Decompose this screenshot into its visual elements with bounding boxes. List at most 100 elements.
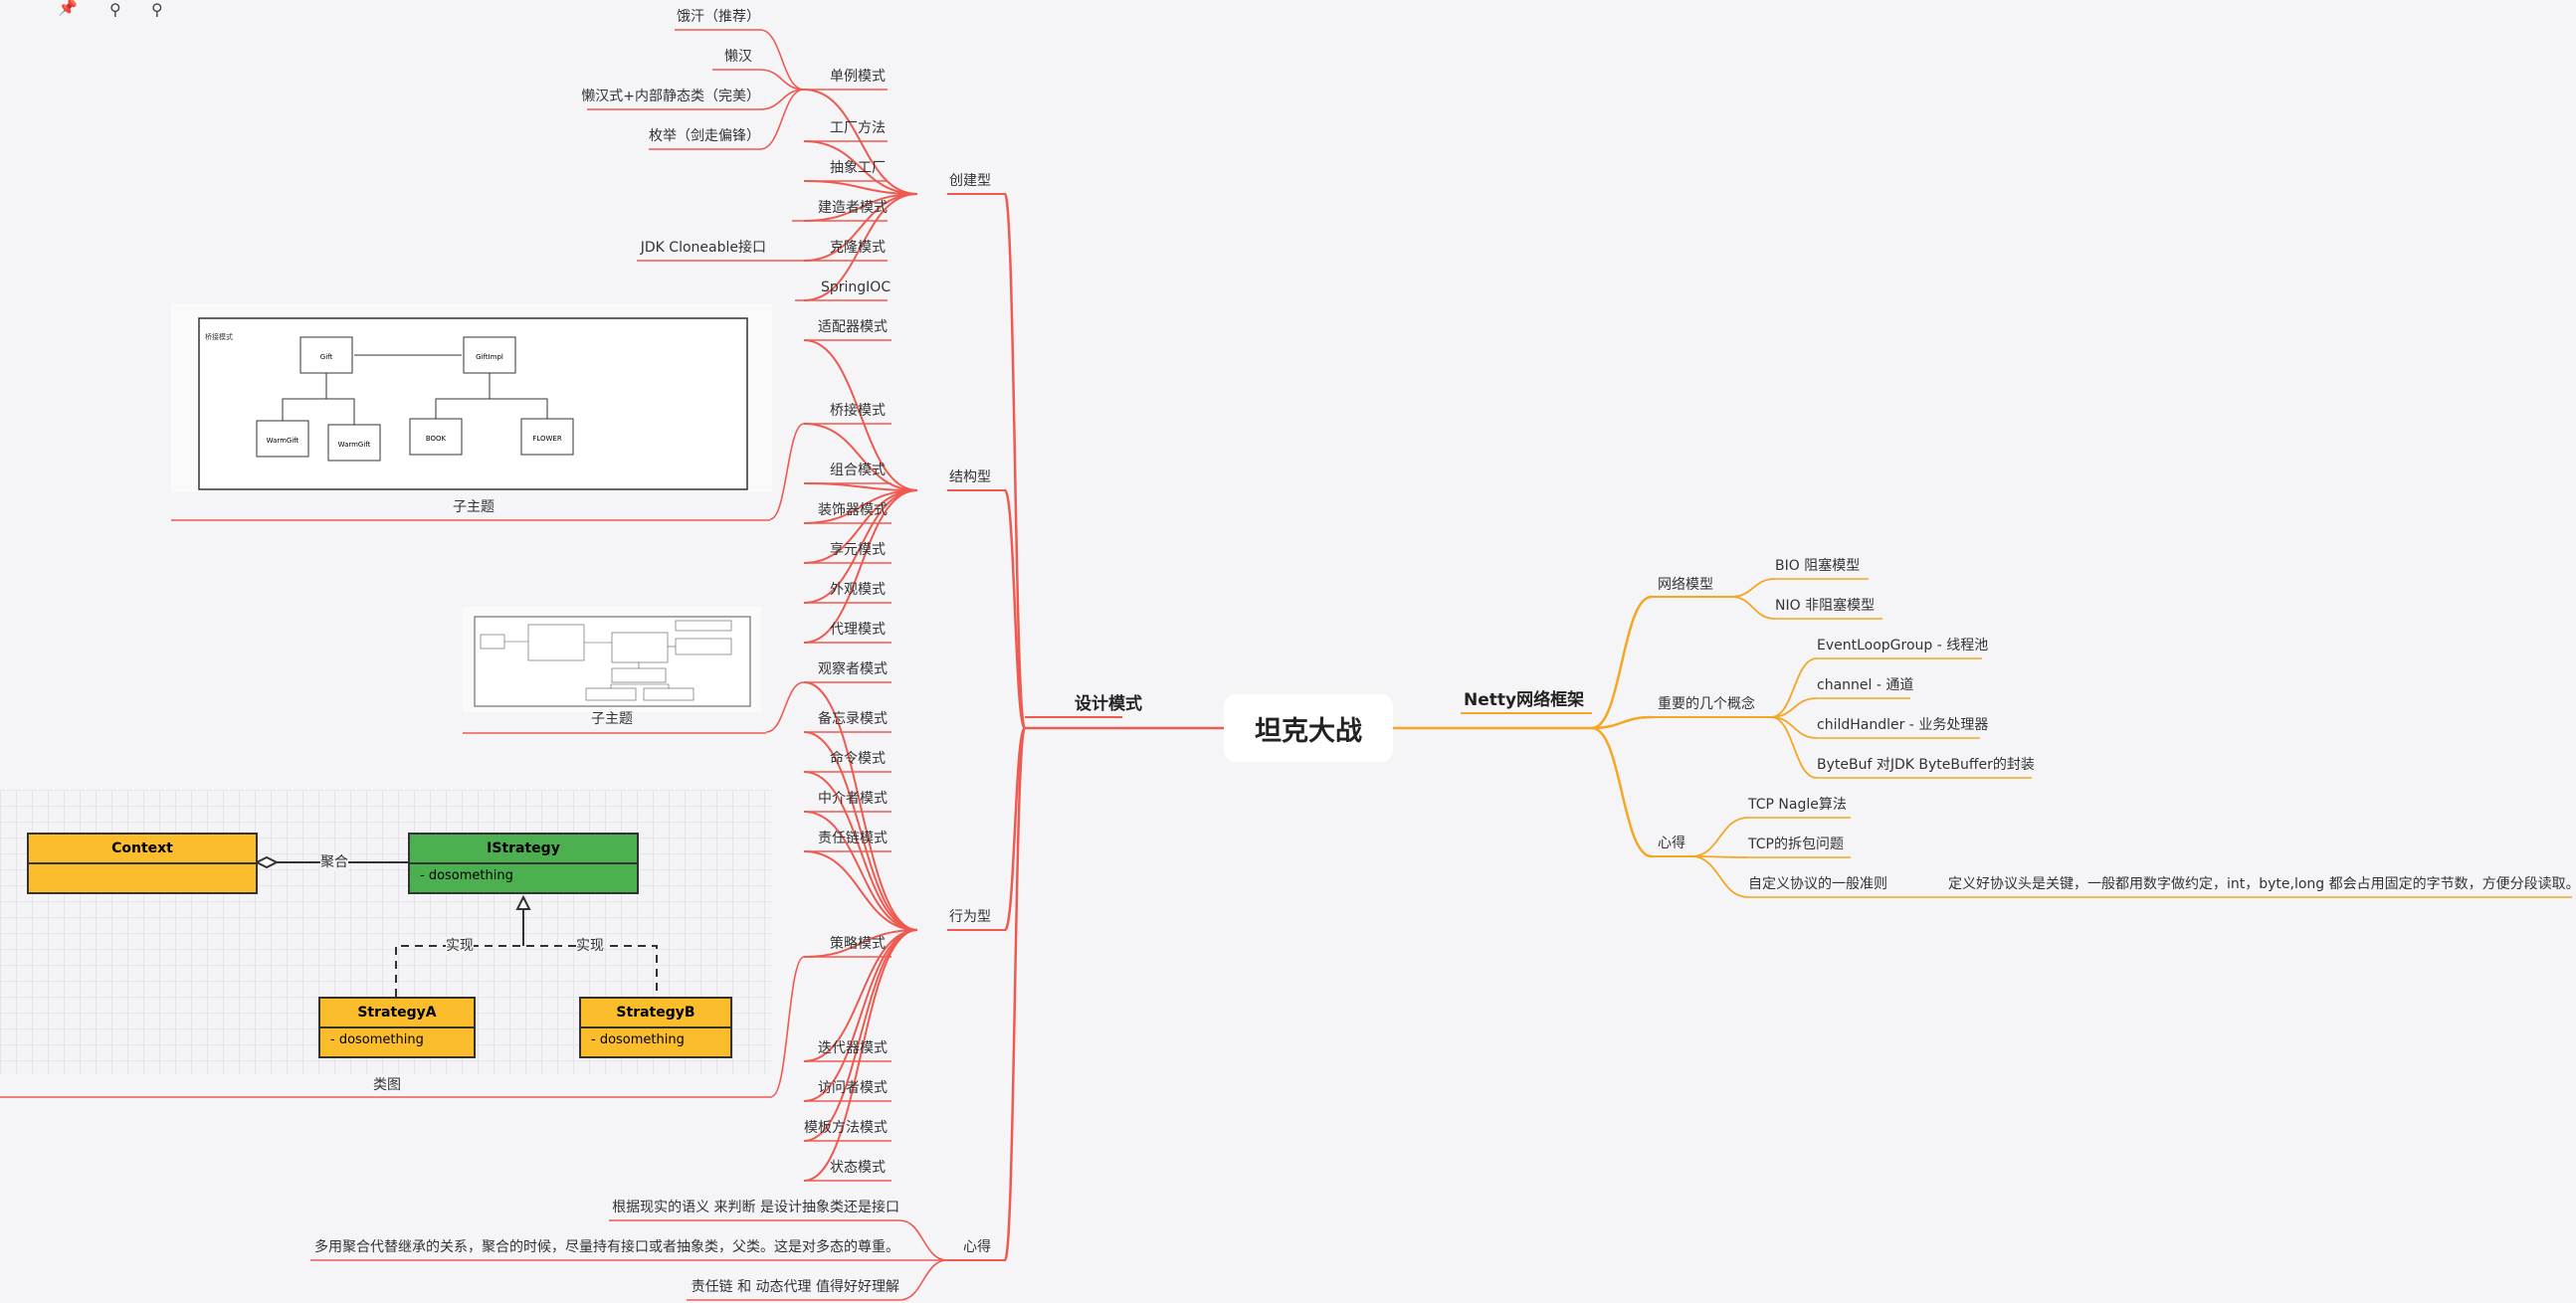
topic-facade[interactable]: 外观模式 <box>830 582 886 598</box>
uml-strategy-b-class[interactable]: StrategyB - dosomething <box>579 997 732 1058</box>
topic-composite[interactable]: 组合模式 <box>830 463 886 478</box>
concept-childhandler[interactable]: childHandler - 业务处理器 <box>1817 717 1989 733</box>
pin-outline-icon[interactable]: ⚲ <box>109 0 121 19</box>
connector-37 <box>803 489 918 604</box>
connector-54 <box>803 929 918 1062</box>
observer-subtopic[interactable]: 子主题 <box>591 711 633 727</box>
topic-design-insights[interactable]: 心得 <box>963 1239 991 1255</box>
connector-55 <box>803 929 918 1102</box>
topic-spring-ioc[interactable]: SpringIOC <box>821 279 892 295</box>
strategy-uml-diagram[interactable]: Context 聚合 IStrategy - dosomething 实现 实现… <box>0 790 772 1074</box>
connector-70 <box>771 956 805 1097</box>
topic-structural[interactable]: 结构型 <box>949 469 991 485</box>
topic-command[interactable]: 命令模式 <box>830 751 886 767</box>
insight-nagle[interactable]: TCP Nagle算法 <box>1748 797 1847 813</box>
uml-strategy-a-class[interactable]: StrategyA - dosomething <box>318 997 476 1058</box>
singleton-lazy-inner[interactable]: 懒汉式+内部静态类（完美） <box>581 89 760 104</box>
connector-97 <box>1690 817 1749 857</box>
bridge-diagram-image[interactable]: 桥接模式 Gift GiftImpl WarmGift WarmGift BOO… <box>171 303 772 492</box>
connector-51 <box>803 811 918 931</box>
prototype-note[interactable]: JDK Cloneable接口 <box>640 240 766 256</box>
root-label: 坦克大战 <box>1255 715 1362 747</box>
topic-builder[interactable]: 建造者模式 <box>818 200 888 216</box>
topic-mediator[interactable]: 中介者模式 <box>818 791 888 807</box>
strategy-subtopic[interactable]: 类图 <box>373 1077 401 1093</box>
topic-observer[interactable]: 观察者模式 <box>818 661 888 677</box>
connector-15 <box>803 193 918 262</box>
bridge-diagram-svg: 桥接模式 Gift GiftImpl WarmGift WarmGift BOO… <box>198 317 748 490</box>
topic-design-patterns[interactable]: 设计模式 <box>1075 694 1142 714</box>
topic-iterator[interactable]: 迭代器模式 <box>818 1040 888 1056</box>
connector-85 <box>1730 578 1776 598</box>
topic-decorator[interactable]: 装饰器模式 <box>818 502 888 518</box>
singleton-hungry[interactable]: 饿汗（推荐） <box>677 9 760 25</box>
connector-26 <box>759 89 805 150</box>
singleton-lazy[interactable]: 懒汉 <box>724 49 752 65</box>
connector-36 <box>803 489 918 564</box>
connector-72 <box>898 1219 948 1261</box>
network-nio[interactable]: NIO 非阻塞模型 <box>1775 598 1876 614</box>
bridge-box-giftimpl: GiftImpl <box>476 353 503 361</box>
insight-abstract-or-interface[interactable]: 根据现实的语义 来判断 是设计抽象类还是接口 <box>612 1200 899 1215</box>
connector-81 <box>1591 726 1653 858</box>
pin-icon[interactable]: 📌 <box>58 0 78 17</box>
topic-strategy[interactable]: 策略模式 <box>830 936 886 952</box>
topic-chain[interactable]: 责任链模式 <box>818 831 888 846</box>
network-bio[interactable]: BIO 阻塞模型 <box>1775 558 1861 574</box>
uml-aggregation-label: 聚合 <box>320 853 348 871</box>
topic-singleton[interactable]: 单例模式 <box>830 69 886 85</box>
topic-adapter[interactable]: 适配器模式 <box>818 319 888 335</box>
connector-92 <box>1770 716 1818 779</box>
connector-56 <box>803 929 918 1142</box>
insight-chain-proxy[interactable]: 责任链 和 动态代理 值得好好理解 <box>691 1279 899 1295</box>
bridge-subtopic[interactable]: 子主题 <box>453 499 495 515</box>
singleton-enum[interactable]: 枚举（剑走偏锋） <box>649 128 760 144</box>
bridge-diagram-title: 桥接模式 <box>205 332 233 341</box>
connector-86 <box>1730 596 1776 620</box>
topic-key-concepts[interactable]: 重要的几个概念 <box>1658 696 1755 712</box>
connector-89 <box>1770 657 1818 718</box>
connector-33 <box>803 423 918 491</box>
connector-6 <box>1003 726 1027 1262</box>
connector-14 <box>803 193 918 222</box>
topic-template-method[interactable]: 模板方法模式 <box>804 1120 888 1136</box>
topic-visitor[interactable]: 访问者模式 <box>818 1080 888 1096</box>
bridge-box-flower: FLOWER <box>532 435 562 443</box>
concept-channel[interactable]: channel - 通道 <box>1817 677 1914 693</box>
insight-composition[interactable]: 多用聚合代替继承的关系，聚合的时候，尽量持有接口或者抽象类，父类。这是对多态的尊… <box>314 1239 899 1255</box>
bridge-box-gift: Gift <box>320 353 333 361</box>
topic-proxy[interactable]: 代理模式 <box>830 622 886 638</box>
topic-network-model[interactable]: 网络模型 <box>1658 577 1713 593</box>
topic-bridge[interactable]: 桥接模式 <box>830 403 886 419</box>
concept-bytebuf[interactable]: ByteBuf 对JDK ByteBuffer的封装 <box>1817 757 2035 773</box>
topic-factory-method[interactable]: 工厂方法 <box>830 120 886 136</box>
root-topic[interactable]: 坦克大战 <box>1224 694 1393 762</box>
observer-diagram-svg <box>474 616 751 707</box>
uml-istrategy-interface[interactable]: IStrategy - dosomething <box>408 833 639 894</box>
protocol-rules-note[interactable]: 定义好协议头是关键，一般都用数字做约定，int，byte,long 都会占用固定… <box>1948 876 2576 892</box>
insight-tcp-unpacking[interactable]: TCP的拆包问题 <box>1748 837 1844 852</box>
topic-behavioral[interactable]: 行为型 <box>949 909 991 925</box>
concept-eventloopgroup[interactable]: EventLoopGroup - 线程池 <box>1817 638 1989 653</box>
connector-46 <box>769 423 805 520</box>
topic-flyweight[interactable]: 享元模式 <box>830 542 886 558</box>
topic-abstract-factory[interactable]: 抽象工厂 <box>830 160 886 176</box>
topic-memento[interactable]: 备忘录模式 <box>818 711 888 727</box>
topic-creational[interactable]: 创建型 <box>949 173 991 189</box>
connector-80 <box>1591 715 1653 730</box>
insight-protocol-rules[interactable]: 自定义协议的一般准则 <box>1748 876 1887 892</box>
topic-netty[interactable]: Netty网络框架 <box>1464 690 1585 710</box>
connector-90 <box>1770 697 1818 718</box>
pin-outline-icon-2[interactable]: ⚲ <box>151 0 163 19</box>
topic-state[interactable]: 状态模式 <box>830 1160 886 1176</box>
bridge-box-warmgift-2: WarmGift <box>338 441 371 449</box>
connector-53 <box>803 929 918 958</box>
topic-netty-insights[interactable]: 心得 <box>1658 836 1685 851</box>
topic-prototype[interactable]: 克隆模式 <box>830 240 886 256</box>
connector-24 <box>759 69 805 91</box>
connector-74 <box>898 1259 948 1301</box>
observer-diagram-image[interactable] <box>463 607 761 712</box>
uml-context-class[interactable]: Context <box>27 833 258 894</box>
bridge-box-warmgift: WarmGift <box>267 437 299 445</box>
